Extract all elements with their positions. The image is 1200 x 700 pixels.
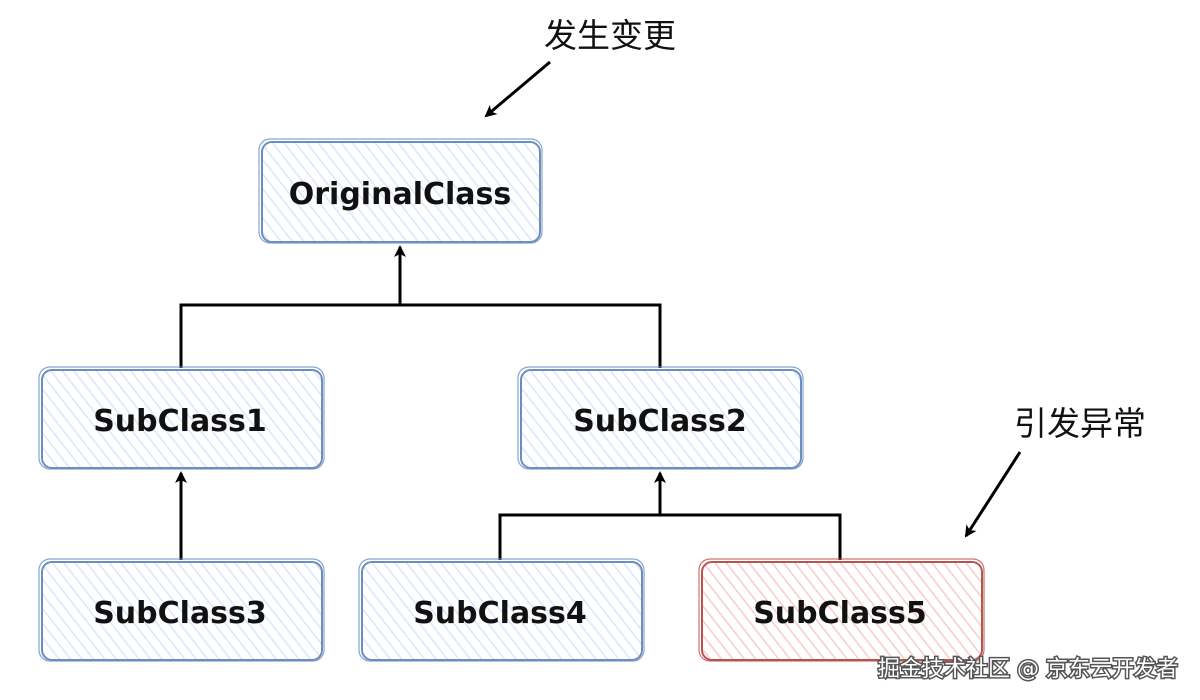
annotation-error: 引发异常: [964, 404, 1146, 538]
watermark: 掘金技术社区 @ 京东云开发者: [878, 657, 1178, 682]
connectors: [175, 245, 842, 560]
node-subclass3: SubClass3: [38, 558, 325, 662]
node-subclass2: SubClass2: [517, 366, 804, 470]
node-subclass1: SubClass1: [38, 366, 325, 470]
connector-sub4-to-sub2: [498, 513, 660, 560]
connector-sub5-to-sub2: [660, 513, 842, 560]
node-original-class: OriginalClass: [258, 138, 543, 244]
connector-sub2-to-original: [400, 303, 662, 368]
node-subclass5-error: SubClass5: [698, 558, 985, 662]
annotation-error-arrow: [964, 451, 1022, 538]
node-label-original-class: OriginalClass: [289, 177, 511, 212]
node-subclass4: SubClass4: [358, 558, 645, 662]
annotation-changed: 发生变更: [484, 16, 676, 118]
annotation-changed-text: 发生变更: [544, 16, 676, 55]
node-label-subclass2: SubClass2: [573, 404, 747, 439]
annotation-error-text: 引发异常: [1014, 404, 1146, 443]
node-label-subclass3: SubClass3: [93, 596, 267, 631]
connector-sub1-to-original: [179, 303, 400, 368]
annotation-changed-arrow: [484, 60, 551, 118]
node-label-subclass4: SubClass4: [413, 596, 587, 631]
node-label-subclass1: SubClass1: [93, 404, 267, 439]
node-label-subclass5: SubClass5: [753, 596, 927, 631]
